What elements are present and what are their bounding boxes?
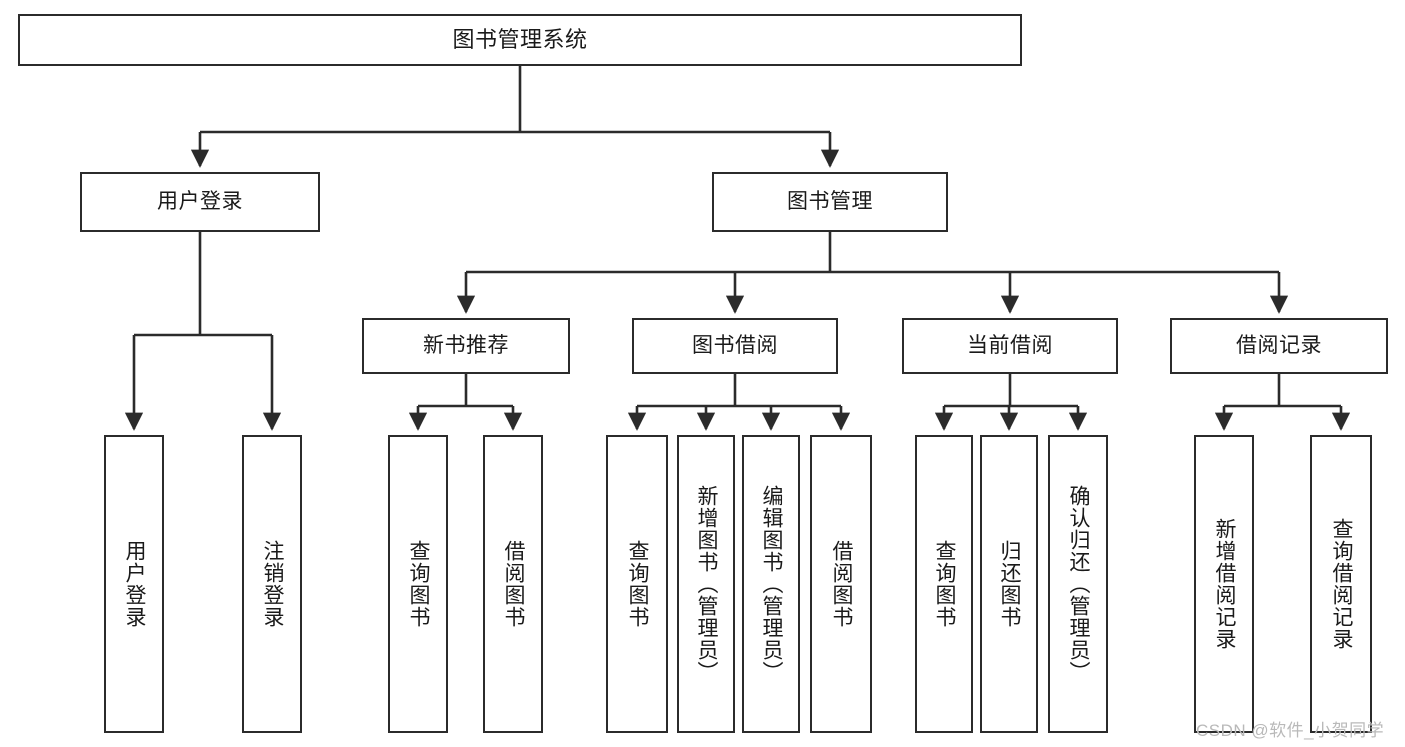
leaf-user-login[interactable]: 用户登录 <box>104 435 164 733</box>
node-book-borrow[interactable]: 图书借阅 <box>632 318 838 374</box>
leaf-edit-book-admin-label: 编辑图书（管理员） <box>759 485 783 683</box>
leaf-query-borrow-record[interactable]: 查询借阅记录 <box>1310 435 1372 733</box>
node-book-management-label: 图书管理 <box>787 190 873 214</box>
leaf-query-books-borrow[interactable]: 查询图书 <box>606 435 668 733</box>
leaf-edit-book-admin[interactable]: 编辑图书（管理员） <box>742 435 800 733</box>
leaf-borrow-books-borrow[interactable]: 借阅图书 <box>810 435 872 733</box>
node-root[interactable]: 图书管理系统 <box>18 14 1022 66</box>
leaf-logout-label: 注销登录 <box>260 540 284 628</box>
node-user-login-label: 用户登录 <box>157 190 243 214</box>
leaf-add-book-admin[interactable]: 新增图书（管理员） <box>677 435 735 733</box>
leaf-query-borrow-record-label: 查询借阅记录 <box>1329 518 1353 650</box>
node-new-book-recommend-label: 新书推荐 <box>423 334 509 358</box>
node-borrow-records-label: 借阅记录 <box>1236 334 1322 358</box>
node-root-label: 图书管理系统 <box>452 27 588 53</box>
leaf-query-books-current-label: 查询图书 <box>932 540 956 628</box>
leaf-borrow-books-newbooks[interactable]: 借阅图书 <box>483 435 543 733</box>
leaf-add-borrow-record[interactable]: 新增借阅记录 <box>1194 435 1254 733</box>
node-book-management[interactable]: 图书管理 <box>712 172 948 232</box>
leaf-query-books-current[interactable]: 查询图书 <box>915 435 973 733</box>
node-borrow-records[interactable]: 借阅记录 <box>1170 318 1388 374</box>
leaf-query-books-borrow-label: 查询图书 <box>625 540 649 628</box>
node-new-book-recommend[interactable]: 新书推荐 <box>362 318 570 374</box>
leaf-return-books-label: 归还图书 <box>997 540 1021 628</box>
watermark: CSDN @软件_小贺同学 <box>1196 721 1385 740</box>
leaf-confirm-return-admin-label: 确认归还（管理员） <box>1066 485 1090 683</box>
leaf-return-books[interactable]: 归还图书 <box>980 435 1038 733</box>
node-current-borrow[interactable]: 当前借阅 <box>902 318 1118 374</box>
node-current-borrow-label: 当前借阅 <box>967 334 1053 358</box>
leaf-borrow-books-borrow-label: 借阅图书 <box>829 540 853 628</box>
leaf-confirm-return-admin[interactable]: 确认归还（管理员） <box>1048 435 1108 733</box>
leaf-add-book-admin-label: 新增图书（管理员） <box>694 485 718 683</box>
leaf-logout[interactable]: 注销登录 <box>242 435 302 733</box>
node-user-login[interactable]: 用户登录 <box>80 172 320 232</box>
node-book-borrow-label: 图书借阅 <box>692 334 778 358</box>
leaf-borrow-books-newbooks-label: 借阅图书 <box>501 540 525 628</box>
leaf-query-books-newbooks[interactable]: 查询图书 <box>388 435 448 733</box>
leaf-query-books-newbooks-label: 查询图书 <box>406 540 430 628</box>
leaf-user-login-label: 用户登录 <box>122 540 146 628</box>
leaf-add-borrow-record-label: 新增借阅记录 <box>1212 518 1236 650</box>
